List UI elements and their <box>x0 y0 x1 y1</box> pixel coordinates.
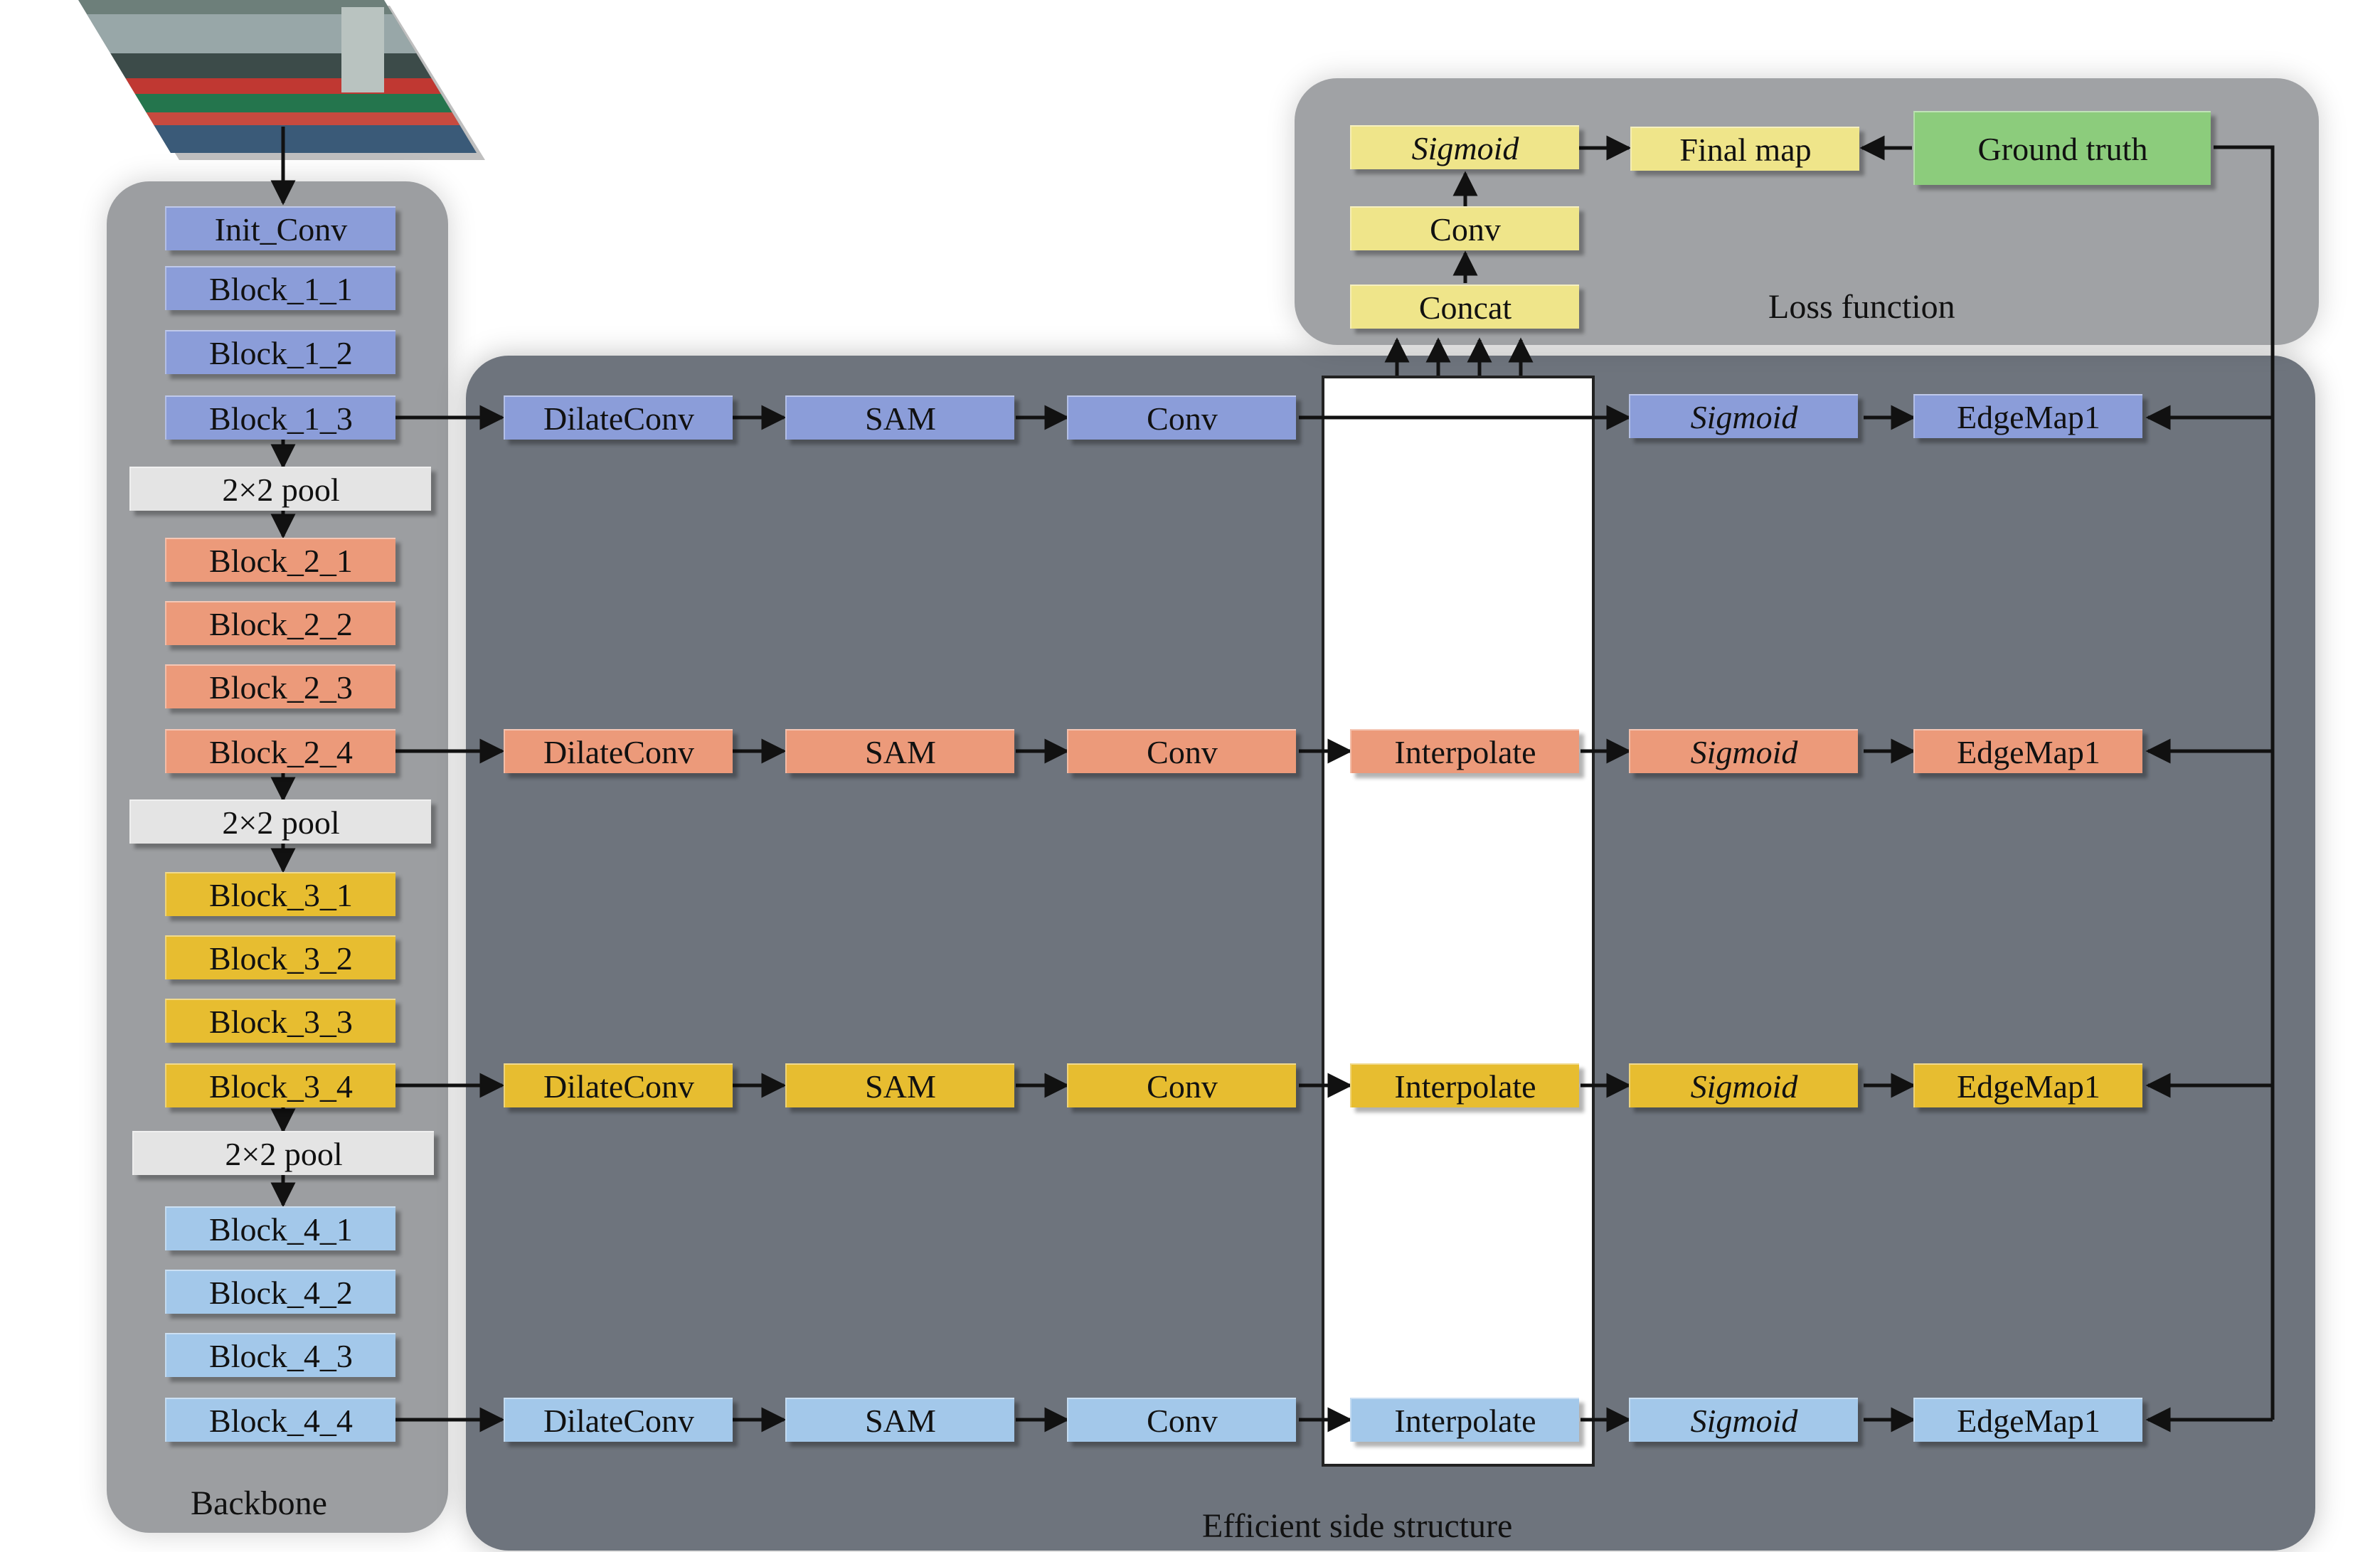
loss-concat: Concat <box>1350 285 1579 329</box>
pool-2: 2×2 pool <box>129 799 431 844</box>
sigmoid-row-1: Sigmoid <box>1629 394 1858 438</box>
side-structure-caption: Efficient side structure <box>1202 1507 1513 1545</box>
init-conv-block: Init_Conv <box>165 206 395 250</box>
edgemap-row-2: EdgeMap1 <box>1913 729 2142 773</box>
sam-row-3: SAM <box>785 1063 1014 1107</box>
conv-row-1: Conv <box>1067 395 1296 440</box>
conv-row-4: Conv <box>1067 1398 1296 1442</box>
block-4-1: Block_4_1 <box>165 1206 395 1250</box>
sigmoid-row-4: Sigmoid <box>1629 1398 1858 1442</box>
sigmoid-row-2: Sigmoid <box>1629 729 1858 773</box>
interpolate-row-2: Interpolate <box>1350 729 1579 773</box>
input-image-thumbnail <box>78 0 485 160</box>
dilateconv-row-4: DilateConv <box>504 1398 733 1442</box>
block-2-1: Block_2_1 <box>165 538 395 582</box>
conv-row-3: Conv <box>1067 1063 1296 1107</box>
block-3-3: Block_3_3 <box>165 999 395 1043</box>
pool-3: 2×2 pool <box>132 1131 434 1175</box>
dilateconv-row-3: DilateConv <box>504 1063 733 1107</box>
block-2-2: Block_2_2 <box>165 601 395 645</box>
edgemap-row-4: EdgeMap1 <box>1913 1398 2142 1442</box>
block-2-4: Block_2_4 <box>165 729 395 773</box>
sigmoid-row-3: Sigmoid <box>1629 1063 1858 1107</box>
interpolate-column <box>1322 376 1595 1467</box>
block-1-3: Block_1_3 <box>165 395 395 440</box>
block-2-3: Block_2_3 <box>165 664 395 708</box>
sam-row-1: SAM <box>785 395 1014 440</box>
ground-truth: Ground truth <box>1913 111 2211 185</box>
interpolate-row-3: Interpolate <box>1350 1063 1579 1107</box>
edgemap-row-1: EdgeMap1 <box>1913 394 2142 438</box>
backbone-caption: Backbone <box>191 1484 327 1522</box>
sam-row-2: SAM <box>785 729 1014 773</box>
loss-sigmoid: Sigmoid <box>1350 125 1579 169</box>
block-3-4: Block_3_4 <box>165 1063 395 1107</box>
dilateconv-row-1: DilateConv <box>504 395 733 440</box>
block-1-2: Block_1_2 <box>165 330 395 374</box>
sam-row-4: SAM <box>785 1398 1014 1442</box>
block-1-1: Block_1_1 <box>165 266 395 310</box>
conv-row-2: Conv <box>1067 729 1296 773</box>
block-4-2: Block_4_2 <box>165 1270 395 1314</box>
edgemap-row-3: EdgeMap1 <box>1913 1063 2142 1107</box>
loss-function-caption: Loss function <box>1768 288 1955 326</box>
final-map: Final map <box>1630 127 1859 171</box>
dilateconv-row-2: DilateConv <box>504 729 733 773</box>
pool-1: 2×2 pool <box>129 467 431 511</box>
block-3-1: Block_3_1 <box>165 872 395 916</box>
block-4-4: Block_4_4 <box>165 1398 395 1442</box>
interpolate-row-4: Interpolate <box>1350 1398 1579 1442</box>
block-4-3: Block_4_3 <box>165 1333 395 1377</box>
loss-conv: Conv <box>1350 206 1579 250</box>
block-3-2: Block_3_2 <box>165 935 395 979</box>
